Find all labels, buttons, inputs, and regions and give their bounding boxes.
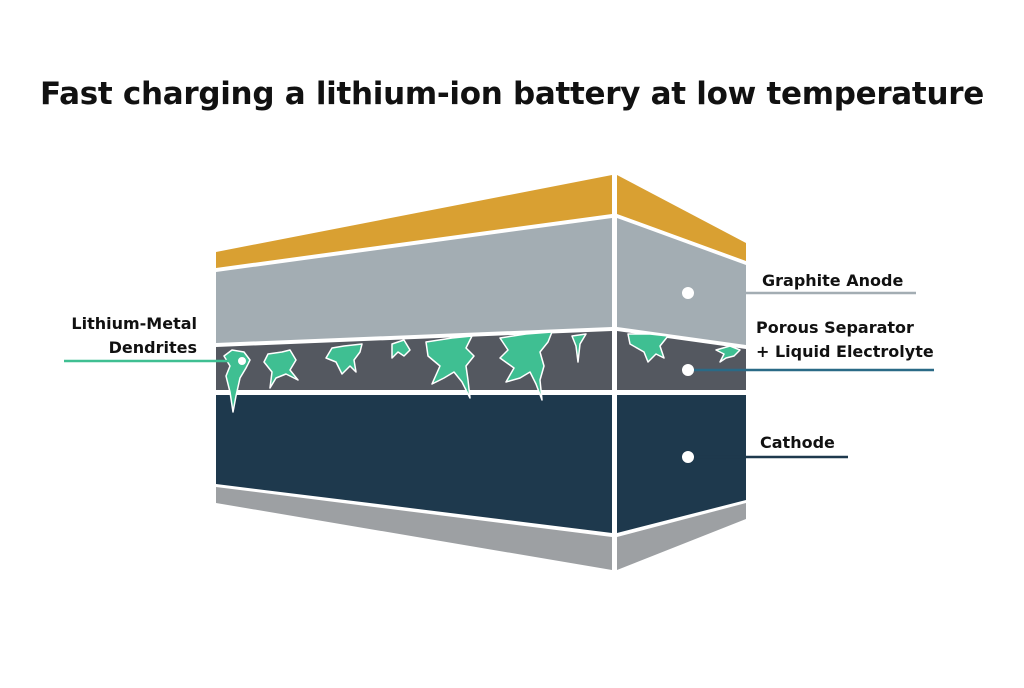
bottom-cap-front [216,487,612,570]
dendrites-label-line1: Lithium-Metal [71,314,197,333]
leader-dots [236,287,694,463]
graphite-anode-side [617,218,746,345]
dendrites [223,331,741,413]
leader-lines [64,291,934,459]
anode-label: Graphite Anode [762,271,903,290]
cathode-leader-dot [682,451,694,463]
dendrite-leader-dot [236,355,248,367]
dendrite-3 [325,343,363,375]
separator-label-line1: Porous Separator [756,318,914,337]
dendrites-label-line2: Dendrites [109,338,197,357]
bottom-cap-side [617,503,746,570]
cathode-front [216,395,612,533]
dendrite-9 [715,345,741,363]
anode-leader-dot [682,287,694,299]
cathode-label: Cathode [760,433,835,452]
page-title: Fast charging a lithium-ion battery at l… [40,76,984,112]
dendrite-5 [425,335,475,399]
dendrite-2 [263,349,299,389]
dendrite-6 [499,331,553,401]
dendrite-7 [571,333,587,363]
top-cap-front [216,175,612,268]
graphite-anode-front [216,218,612,343]
dendrite-8 [627,333,669,363]
separator-leader-dot [682,364,694,376]
dendrite-4 [391,339,411,359]
top-cap-side [617,175,746,261]
separator-label-line2: + Liquid Electrolyte [756,342,934,361]
cathode-side [617,395,746,533]
